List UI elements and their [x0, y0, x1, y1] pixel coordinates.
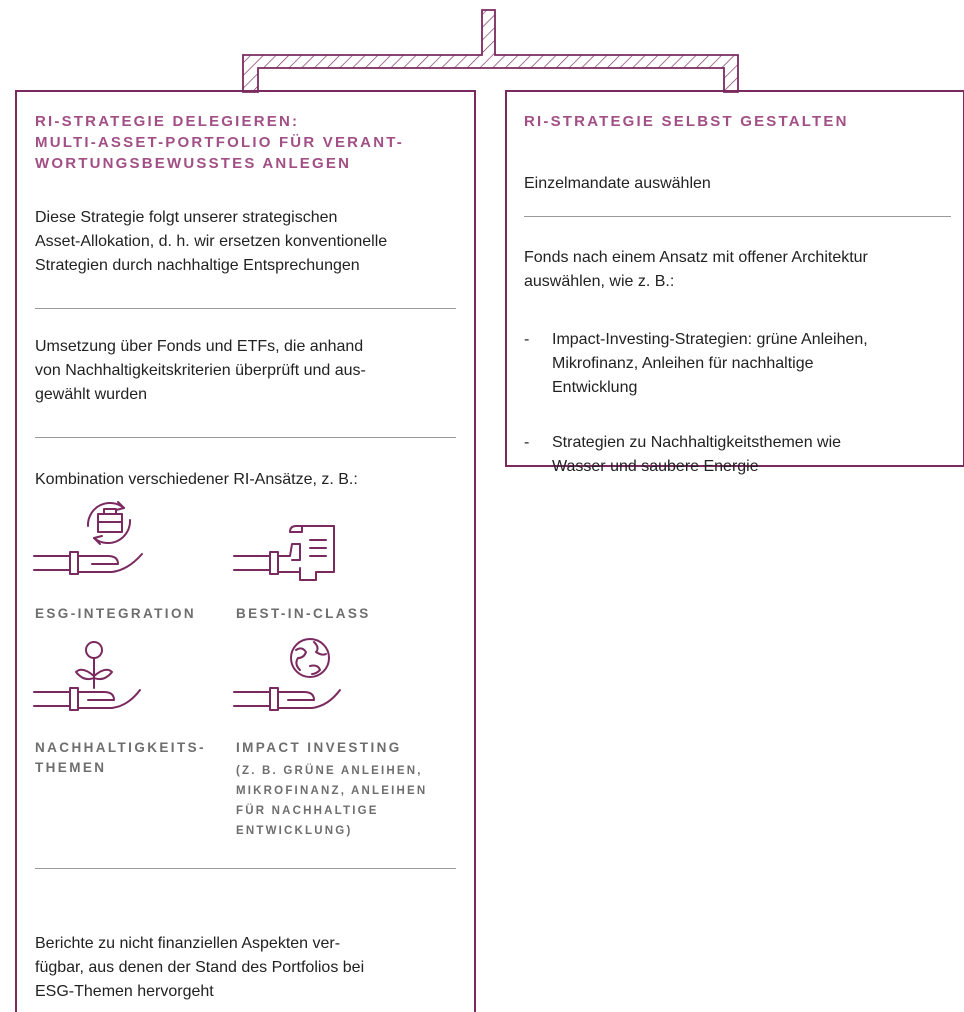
text-line: Umsetzung über Fonds und ETFs, die anhan… [35, 338, 364, 355]
label-line: MIKROFINANZ, ANLEIHEN [236, 785, 428, 797]
heading-line: MULTI-ASSET-PORTFOLIO FÜR VERANT- [35, 134, 404, 151]
impact-investing-sublabel: (Z. B. GRÜNE ANLEIHEN, MIKROFINANZ, ANLE… [236, 761, 461, 841]
bullet-dash: - [524, 434, 530, 451]
text-line: von Nachhaltigkeitskriterien überprüft u… [35, 362, 366, 379]
heading-line: WORTUNGSBEWUSSTES ANLEGEN [35, 155, 352, 172]
text-line: Strategien durch nachhaltige Entsprechun… [35, 257, 360, 274]
label-line: NACHHALTIGKEITS- [35, 740, 206, 755]
branch-connector [242, 9, 739, 93]
sustainability-themes-icon [33, 641, 141, 711]
strategic-allocation-text: Diese Strategie folgt unserer strategisc… [35, 206, 465, 278]
label-line: THEMEN [35, 760, 107, 775]
text-line: Entwicklung [552, 379, 638, 396]
divider [35, 308, 456, 309]
self-design-heading: RI-STRATEGIE SELBST GESTALTEN [524, 113, 849, 130]
single-mandates-text: Einzelmandate auswählen [524, 175, 711, 192]
text-line: Mikrofinanz, Anleihen für nachhaltige [552, 355, 814, 372]
bullet-dash: - [524, 331, 530, 348]
open-architecture-text: Fonds nach einem Ansatz mit offener Arch… [524, 246, 954, 294]
text-line: auswählen, wie z. B.: [524, 273, 675, 290]
text-line: Fonds nach einem Ansatz mit offener Arch… [524, 249, 868, 266]
implementation-text: Umsetzung über Fonds und ETFs, die anhan… [35, 335, 465, 407]
sustainability-themes-label: NACHHALTIGKEITS- THEMEN [35, 738, 225, 778]
text-line: ESG-Themen hervorgeht [35, 983, 214, 1000]
delegate-strategy-panel [15, 90, 476, 1012]
combination-text: Kombination verschiedener RI-Ansätze, z.… [35, 471, 358, 488]
label-line: (Z. B. GRÜNE ANLEIHEN, [236, 765, 423, 777]
text-line: Berichte zu nicht finanziellen Aspekten … [35, 935, 341, 952]
text-line: Impact-Investing-Strategien: grüne Anlei… [552, 331, 868, 348]
connector-shape [242, 9, 739, 93]
text-line: Asset-Allokation, d. h. wir ersetzen kon… [35, 233, 388, 250]
divider [35, 437, 456, 438]
bullet-text: Impact-Investing-Strategien: grüne Anlei… [524, 328, 904, 400]
text-line: gewählt wurden [35, 386, 148, 403]
list-item: - Impact-Investing-Strategien: grüne Anl… [524, 328, 904, 400]
best-in-class-icon [233, 525, 335, 581]
delegate-strategy-heading: RI-STRATEGIE DELEGIEREN: MULTI-ASSET-POR… [35, 111, 465, 174]
best-in-class-label: BEST-IN-CLASS [236, 606, 371, 621]
text-line: Wasser und saubere Energie [552, 458, 759, 475]
esg-integration-label: ESG-INTEGRATION [35, 606, 197, 621]
impact-investing-label: IMPACT INVESTING [236, 740, 402, 755]
text-line: fügbar, aus denen der Stand des Portfoli… [35, 959, 365, 976]
label-line: ENTWICKLUNG) [236, 825, 353, 837]
text-line: Strategien zu Nachhaltigkeitsthemen wie [552, 434, 842, 451]
divider [524, 216, 951, 217]
divider [35, 868, 456, 869]
esg-reporting-text: Berichte zu nicht finanziellen Aspekten … [35, 932, 465, 1004]
impact-investing-icon [233, 638, 341, 711]
esg-integration-icon [33, 501, 143, 575]
label-line: FÜR NACHHALTIGE [236, 805, 379, 817]
text-line: Diese Strategie folgt unserer strategisc… [35, 209, 338, 226]
list-item: - Strategien zu Nachhaltigkeitsthemen wi… [524, 431, 904, 479]
heading-line: RI-STRATEGIE DELEGIEREN: [35, 113, 300, 130]
bullet-text: Strategien zu Nachhaltigkeitsthemen wie … [524, 431, 904, 479]
